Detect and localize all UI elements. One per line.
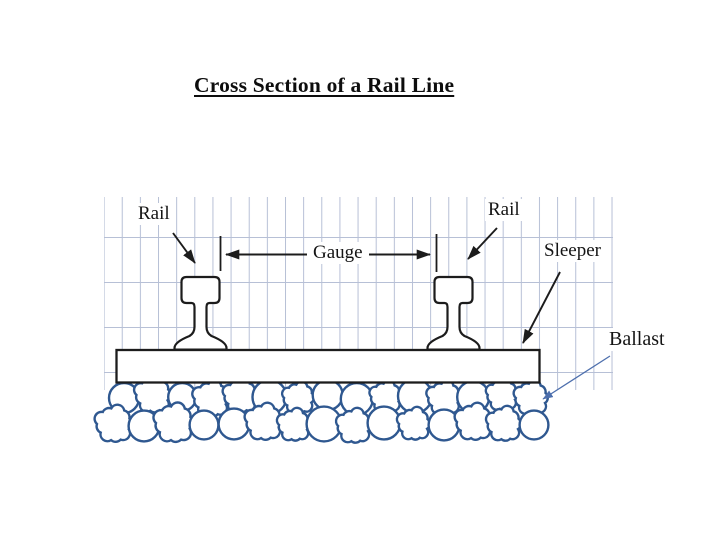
gauge-dimension	[219, 234, 438, 272]
label-rail-right: Rail	[485, 199, 523, 221]
ballast-stones	[93, 375, 550, 444]
label-ballast: Ballast	[606, 328, 668, 351]
ballast-stone	[152, 401, 195, 444]
ballast-stone	[243, 401, 284, 441]
label-sleeper: Sleeper	[541, 240, 604, 262]
label-gauge: Gauge	[307, 242, 369, 264]
ballast-stone	[395, 405, 431, 441]
ballast-stone	[334, 406, 373, 444]
page-title: Cross Section of a Rail Line	[194, 73, 455, 97]
rail-right-arrow	[467, 227, 498, 260]
ballast-stone	[311, 378, 344, 412]
ballast-stone	[518, 409, 550, 441]
ballast-stone	[484, 404, 523, 442]
sleeper-arrow	[522, 271, 561, 344]
ballast-stone	[188, 409, 220, 441]
ballast-stone	[366, 405, 402, 441]
label-rail-left: Rail	[135, 203, 173, 225]
ballast-stone	[275, 406, 311, 442]
callout-arrows	[172, 227, 561, 344]
ballast-arrow	[542, 355, 611, 400]
rail-left-arrow	[172, 232, 196, 264]
sleeper-rect	[115, 348, 541, 384]
ballast-stone	[93, 403, 134, 443]
ballast-stone	[453, 401, 494, 441]
